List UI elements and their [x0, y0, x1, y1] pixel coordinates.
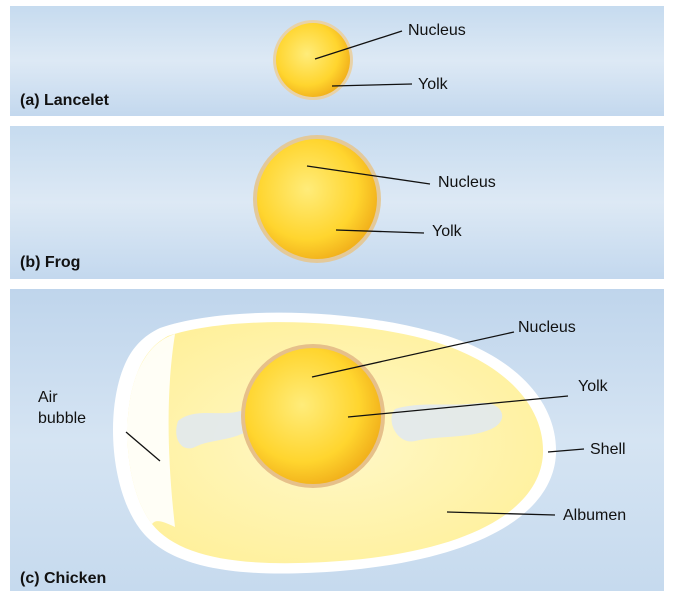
albumen-label: Albumen — [563, 507, 626, 525]
panel-chicken: Nucleus Yolk Air bubble Shell Albumen (c… — [10, 289, 664, 591]
yolk — [257, 139, 377, 259]
panel-lancelet: Nucleus Yolk (a) Lancelet — [10, 6, 664, 116]
nucleus-label: Nucleus — [408, 22, 466, 40]
panel-title: (c) Chicken — [20, 570, 106, 588]
air-bubble-label: Air bubble — [38, 387, 86, 429]
shell-label: Shell — [590, 441, 626, 459]
nucleus-label: Nucleus — [518, 319, 576, 337]
panel-title: (b) Frog — [20, 254, 80, 272]
frog-illustration — [10, 126, 664, 279]
yolk-label: Yolk — [578, 378, 608, 396]
panel-frog: Nucleus Yolk (b) Frog — [10, 126, 664, 279]
panel-title: (a) Lancelet — [20, 92, 109, 110]
nucleus-label: Nucleus — [438, 174, 496, 192]
yolk-label: Yolk — [418, 76, 448, 94]
yolk-label: Yolk — [432, 223, 462, 241]
